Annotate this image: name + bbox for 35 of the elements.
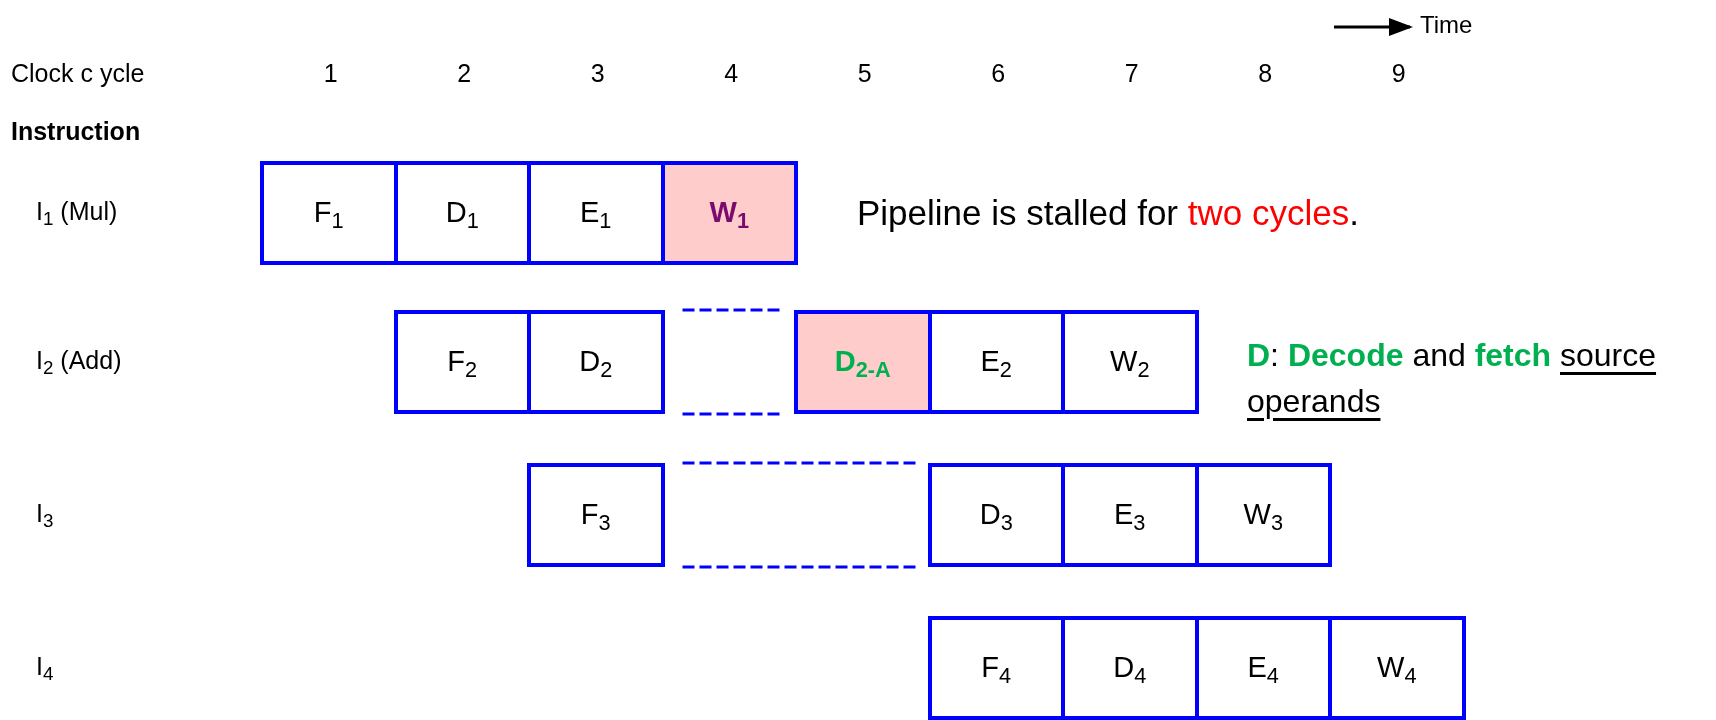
stall-note: Pipeline is stalled for two cycles. <box>857 195 1359 230</box>
cycle-number: 7 <box>1123 61 1140 86</box>
highlighted-stage-cell: D$_{2-A}$ <box>794 310 932 414</box>
stage-cell: W$_{3}$ <box>1198 463 1332 567</box>
cycle-number: 1 <box>322 61 339 86</box>
decode-note: D: Decode and fetch source operands <box>1247 336 1658 421</box>
stage-cell: E$_{1}$ <box>531 161 665 265</box>
cycle-number: 2 <box>456 61 473 86</box>
cycle-number: 3 <box>589 61 606 86</box>
stage-cell: W$_{4}$ <box>1332 616 1466 720</box>
stage-cell: F$_{2}$ <box>393 310 531 414</box>
cycle-number: 4 <box>723 61 740 86</box>
stage-cell: E$_{4}$ <box>1198 616 1332 720</box>
stage-cell: D$_{2}$ <box>531 310 665 414</box>
stage-cell: F$_{3}$ <box>527 463 665 567</box>
cycle-number: 9 <box>1390 61 1407 86</box>
instruction-label: I$_{3}$ <box>36 501 54 526</box>
cycle-number: 8 <box>1257 61 1274 86</box>
stage-cell: E$_{3}$ <box>1065 463 1199 567</box>
stage-cell: D$_{3}$ <box>927 463 1065 567</box>
instruction-label: I$_{1}$ (Mul) <box>36 199 118 224</box>
row-header: Clock c ycle <box>11 61 145 86</box>
stage-cell: D$_{1}$ <box>397 161 531 265</box>
instruction-label: I$_{4}$ <box>36 654 54 679</box>
highlighted-stage-cell: W$_{1}$ <box>664 161 798 265</box>
stage-cell: D$_{4}$ <box>1065 616 1199 720</box>
instruction-label: I$_{2}$ (Add) <box>36 348 122 373</box>
row-header: Instruction <box>11 119 141 144</box>
stage-cell: W$_{2}$ <box>1065 310 1199 414</box>
cycle-number: 6 <box>990 61 1007 86</box>
stage-cell: E$_{2}$ <box>931 310 1065 414</box>
stage-cell: F$_{4}$ <box>927 616 1065 720</box>
stage-cell: F$_{1}$ <box>260 161 398 265</box>
axis-label: Time <box>1420 13 1473 37</box>
cycle-number: 5 <box>856 61 873 86</box>
